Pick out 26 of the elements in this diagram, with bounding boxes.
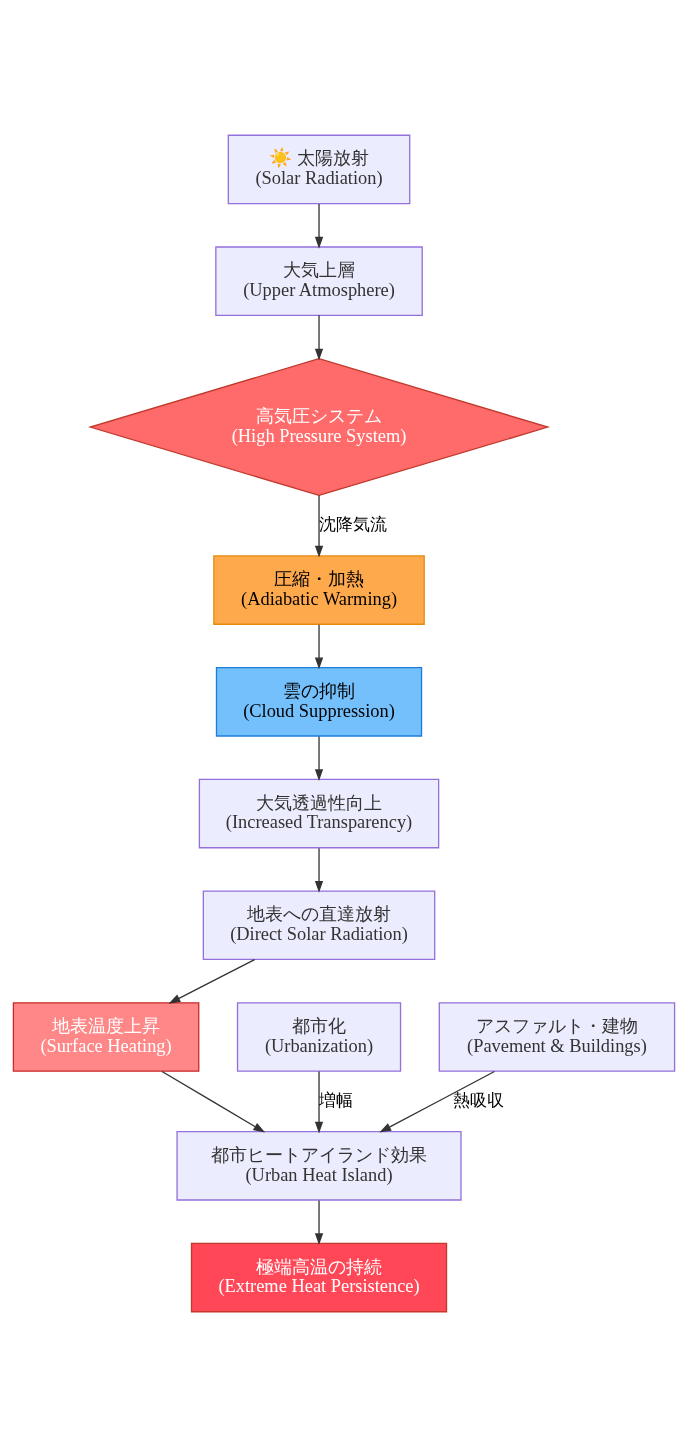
arrow [168, 958, 256, 1004]
node-box: ☀ 太陽放射 (Solar Radiation) [227, 134, 411, 204]
edge-label: 熱吸収 [453, 1089, 505, 1110]
arrow [314, 314, 324, 361]
edge-label: 沈降気流 [319, 513, 388, 534]
node-box: 大気上層 (Upper Atmosphere) [215, 245, 423, 316]
node-diamond: 高気圧システム (High Pressure System) [88, 357, 551, 496]
arrow [379, 1070, 496, 1132]
arrow [314, 847, 324, 893]
edge-label: 増幅 [319, 1089, 354, 1110]
node-box: 雲の抑制 (Cloud Suppression) [215, 666, 423, 737]
arrow [314, 1199, 324, 1245]
arrow [314, 623, 324, 669]
node-box: 大気透過性向上 (Increased Transparency) [198, 778, 440, 848]
node-box: アスファルト・建物 (Pavement & Buildings) [438, 1001, 676, 1072]
arrow [314, 494, 324, 558]
arrow [314, 1070, 324, 1134]
node-box: 地表への直達放射 (Direct Solar Radiation) [202, 889, 436, 960]
node-box: 都市化 (Urbanization) [236, 1001, 402, 1072]
node-box: 地表温度上昇 (Surface Heating) [12, 1001, 200, 1072]
node-box: 都市ヒートアイランド効果 (Urban Heat Island) [176, 1130, 462, 1201]
arrow [161, 1070, 266, 1133]
arrow [314, 735, 324, 781]
arrow [314, 202, 324, 249]
node-box: 圧縮・加熱 (Adiabatic Warming) [213, 554, 425, 625]
node-box: 極端高温の持続 (Extreme Heat Persistence) [190, 1242, 448, 1312]
